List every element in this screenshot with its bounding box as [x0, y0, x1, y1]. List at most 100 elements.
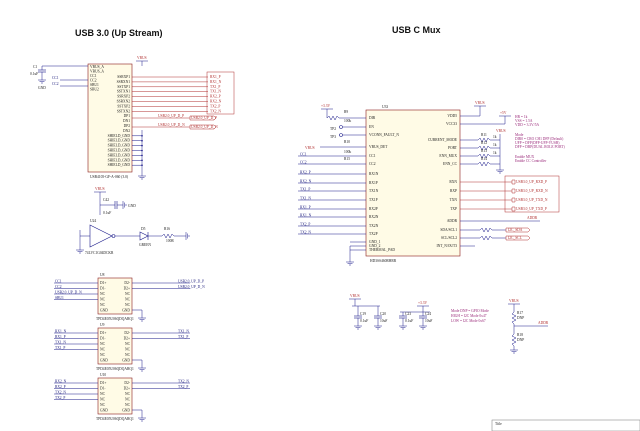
mux-in-net: TX2_N [300, 230, 311, 234]
vbus-led-indicator: VBUS C42 0.1uF GND U24 74LVC1G04DCKR D5 … [76, 187, 190, 255]
c1-val: 0.1uF [30, 72, 38, 76]
mux-input-nets: CC1CC2RX2_PRX2_NTX1_PTX1_NRX1_PRX1_NTX2_… [298, 152, 366, 234]
mux-body [365, 109, 461, 257]
conn-net-label: TX2_N [210, 109, 221, 113]
mode-note: Enable MUX [515, 155, 535, 159]
connector-pin-right: DP2 [124, 124, 131, 128]
conn-net-label: RX1_P [210, 75, 221, 79]
connector-pin-right: SSTXP1 [117, 85, 130, 89]
mux-pin-left: RX2P [369, 207, 378, 211]
connector-pin-right: DN2 [123, 129, 130, 133]
esd-net-left: RX1_P [55, 335, 66, 339]
connector-pin-right: SSTXN2 [117, 109, 130, 113]
esd-pin-left: D1- [100, 337, 106, 341]
addr-note-1: HIGH = I2C Mode 0x47 [451, 314, 487, 318]
power-cap-val: 10uF [380, 319, 387, 323]
led-color: GREEN [139, 243, 151, 247]
mux-r11-val: 1k [493, 135, 497, 139]
mux-pin-right: INT_N/OUT3 [436, 244, 457, 248]
esd-pin-left: NC [100, 348, 106, 352]
esd-pin-left: NC [100, 353, 106, 357]
mux-out-net: USB3.0_UP_RXD_N [516, 189, 548, 193]
esd-pin-right: D2- [124, 381, 130, 385]
mux-ref: U33 [382, 105, 388, 109]
esd-pin-left: NC [100, 403, 106, 407]
addr-signal: ADDR [538, 321, 549, 325]
connector-pin-right: SHIELD_GND [108, 139, 131, 143]
esd-pin-right: NC [125, 303, 131, 307]
power-cap-val: 10uF [425, 319, 432, 323]
connector-pin-right: SHIELD_GND [108, 158, 131, 162]
usb-connector-body [87, 63, 133, 173]
mux-pin-right: ENN_CC [443, 162, 458, 166]
mux-right-pins: VDD5VCC33CURRENT_MODEPORTENN_MUXENN_CCRX… [428, 114, 458, 248]
addr-r17: R17 [517, 311, 523, 315]
mux-pin-left: TX1P [369, 198, 378, 202]
led-cap-val: 0.1uF [103, 211, 111, 215]
usb2-net-dn: USB2.0_UP_D_N [158, 123, 185, 127]
mux-pin-left: RX1N [369, 172, 379, 176]
connector-pin-right: SSTXN1 [117, 90, 130, 94]
connector-pin-left: VBUS_A [90, 70, 104, 74]
esd-part: TPD4E05U06QDQARQ1 [96, 367, 134, 371]
esd-pin-left: D1+ [100, 281, 106, 285]
led-cap-ref: C42 [103, 198, 109, 202]
esd-chip: U10D1+D1-NCNCNCGNDD2-D2+NCNCNCGNDTPD4E05… [54, 373, 190, 422]
conn-net-cc2: CC2 [52, 82, 59, 86]
mode-note: Mode [515, 133, 524, 137]
led-cap-gnd: GND [128, 204, 136, 208]
mux-in-net: TX1_P [300, 187, 310, 191]
mux-pin-left: THERMAL_PAD [369, 248, 395, 252]
esd-net-left: RX1_N [55, 329, 67, 333]
connector-pin-right: SHIELD_GND [108, 149, 131, 153]
power-cap: C24 10uF [419, 312, 432, 330]
mux-r15: R15 [344, 157, 350, 161]
usb2-flag-dn: USB2.0_UP_D_N [191, 125, 218, 129]
esd-net-left: CC2 [55, 285, 62, 289]
mode-note: VDD = 3.3V/5A [515, 123, 539, 127]
title-usbc-mux: USB C Mux [392, 25, 441, 35]
mux-r13: R13 [481, 149, 487, 153]
connector-pin-right: SHIELD_GND [108, 144, 131, 148]
esd-net-left: USB2.0_UP_D_N [55, 290, 82, 294]
power-cap-ref: C24 [425, 312, 431, 316]
esd-pin-left: D1- [100, 387, 106, 391]
connector-pin-left: CC1 [90, 74, 97, 78]
esd-pin-right: NC [125, 342, 131, 346]
mux-pin-right: RXN [449, 180, 457, 184]
mux-r9-val: 100k [344, 119, 351, 123]
mux-pin-right: CURRENT_MODE [428, 138, 458, 142]
connector-pin-right: SSRXP2 [117, 95, 130, 99]
connector-pin-left: VBUS_A [90, 65, 104, 69]
conn-net-label: TX1_P [210, 85, 220, 89]
esd-pin-right: D2+ [124, 387, 130, 391]
mux-r14: R14 [481, 157, 487, 161]
led-buffer-ref: U24 [90, 219, 96, 223]
esd-pin-left: NC [100, 303, 106, 307]
usb2-nets: USB2.0_UP_D_P USB2.0_UP_D_N USB2.0_UP_D_… [132, 114, 218, 130]
esd-pin-left: D1- [100, 287, 106, 291]
connector-power-net: VBUS [137, 56, 147, 60]
mux-pin-left: GND_2 [369, 244, 381, 248]
mux-pin-right: ADDR [447, 219, 458, 223]
connector-pin-right: SSRXP1 [117, 75, 130, 79]
power-cap-ref: C20 [380, 312, 386, 316]
mux-i2c-nets: ADDR I2C_SDA I2C_SCL [460, 216, 540, 247]
mux-pin-right: VDD5 [447, 114, 457, 118]
mux-out-net: USB3.0_UP_TXD_P [516, 207, 547, 211]
mux-in-net: CC1 [300, 152, 307, 156]
addr-strap: VBUS R17 DNP ADDR R18 DNP [508, 299, 549, 354]
esd-protection-chips: U8D1+D1-NCNCNCGNDD2-D2+NCNCNCGNDTPD4E05U… [54, 273, 205, 422]
usbc-mux: U33 DIRENVCONN_FAULT_NVBUS_DETCC1CC2RX1N… [305, 101, 511, 266]
addr-note-0: Mode DNP = GPIO Mode [451, 309, 489, 313]
mux-in-net: TX2_P [300, 222, 310, 226]
connector-pin-right: SSTXP2 [117, 104, 130, 108]
mux-out-net: USB3.0_UP_RXD_P [516, 180, 547, 184]
mux-vbus-right: VBUS [496, 129, 506, 133]
esd-pin-right: NC [125, 398, 131, 402]
esd-pin-left: GND [100, 359, 108, 363]
